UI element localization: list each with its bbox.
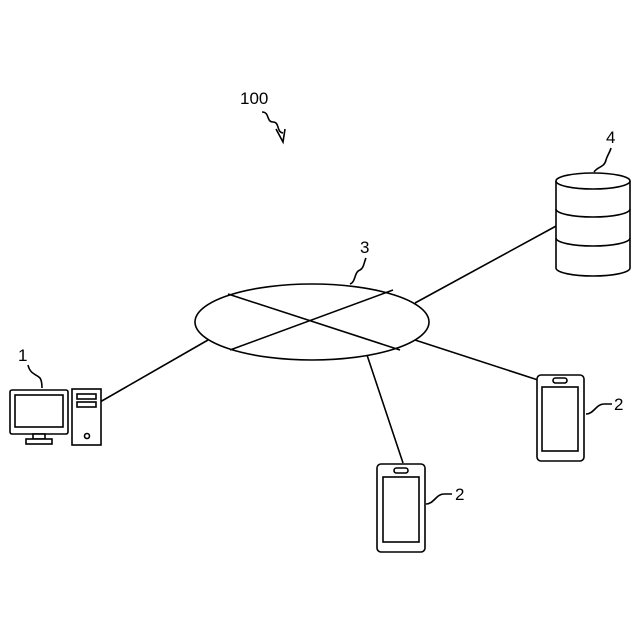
terminal-link bbox=[100, 340, 208, 402]
desktop-computer-icon bbox=[10, 389, 101, 445]
mobile-bottom-label: 2 bbox=[455, 485, 464, 504]
system-label: 100 bbox=[240, 89, 268, 108]
mobile-bottom-leader bbox=[426, 494, 452, 504]
mobile-device-bottom: 2 bbox=[377, 464, 464, 552]
mobile-right-label: 2 bbox=[614, 395, 623, 414]
smartphone-icon bbox=[377, 464, 425, 552]
system-leader-arrow bbox=[262, 112, 283, 133]
smartphone-icon bbox=[537, 375, 584, 461]
mobile-bottom-link bbox=[367, 355, 403, 463]
mobile-device-right: 2 bbox=[537, 375, 623, 461]
terminal-node: 1 bbox=[10, 346, 101, 445]
mobile-right-link bbox=[415, 340, 538, 380]
network-label: 3 bbox=[360, 238, 369, 257]
database-label: 4 bbox=[606, 128, 615, 147]
database-leader bbox=[594, 148, 611, 172]
database-node: 4 bbox=[556, 128, 630, 276]
database-icon bbox=[556, 173, 630, 276]
database-link bbox=[415, 225, 558, 303]
network-node: 3 bbox=[195, 238, 429, 360]
terminal-label: 1 bbox=[18, 346, 27, 365]
mobile-right-leader bbox=[586, 404, 612, 414]
terminal-leader bbox=[28, 365, 42, 388]
network-leader bbox=[350, 258, 366, 284]
system-reference: 100 bbox=[240, 89, 285, 142]
